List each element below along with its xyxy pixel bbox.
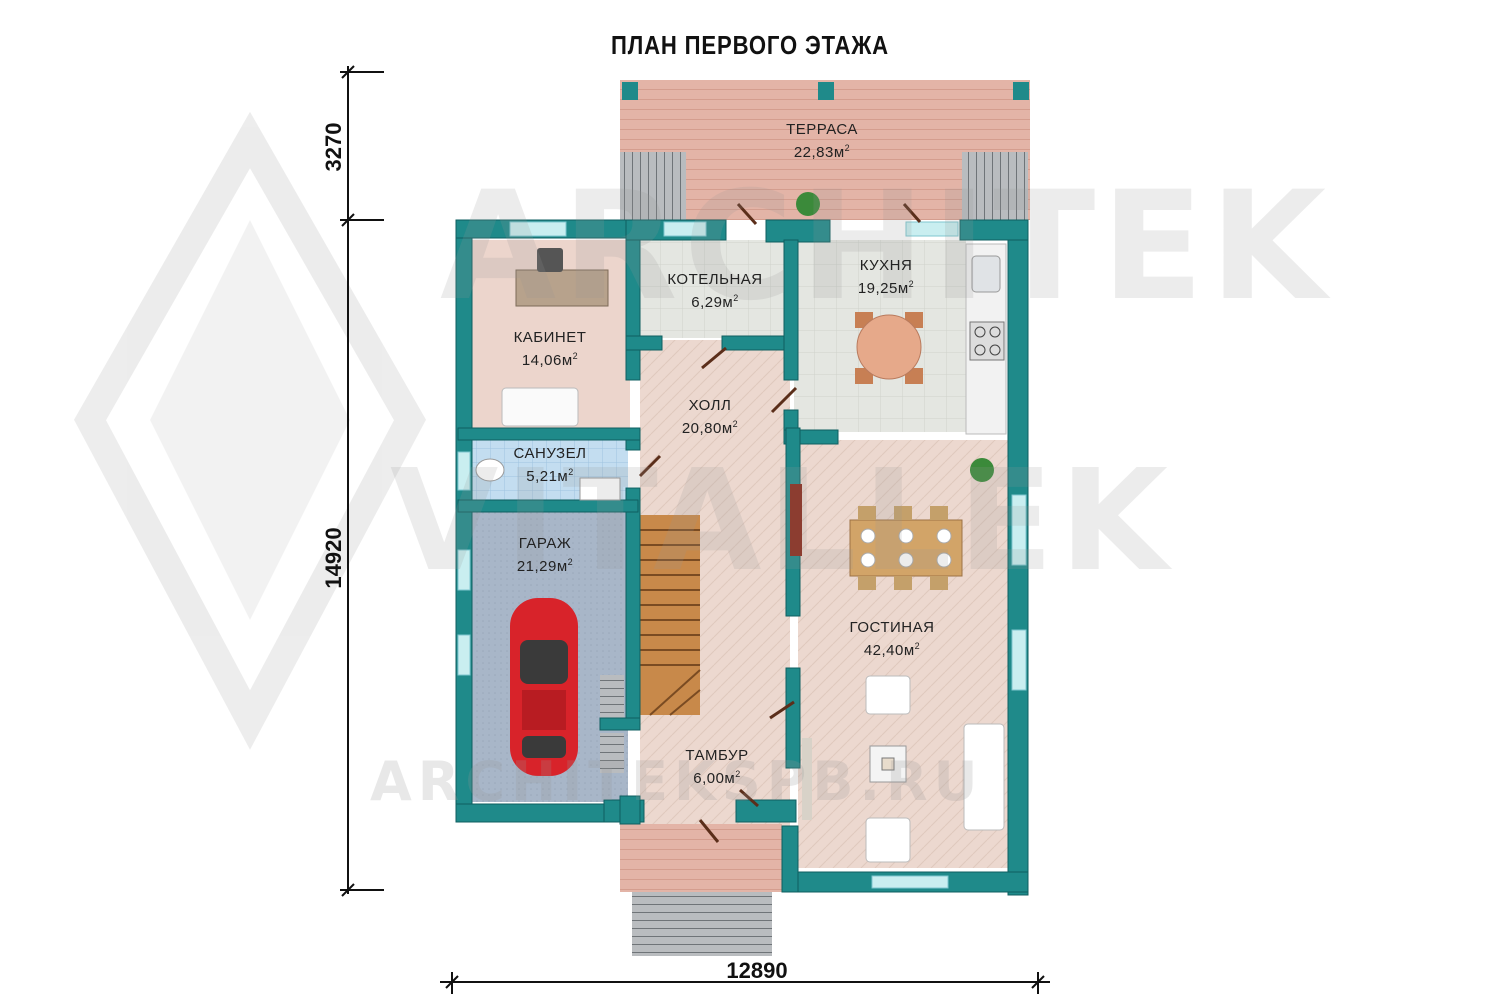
porch-steps [632,892,772,956]
watermark-url: ARCHITEKSPB.RU [370,750,984,813]
room-label-garage: ГАРАЖ 21,29м2 [490,534,600,576]
room-area: 5,21м2 [526,467,574,485]
porch-floor [620,824,782,892]
walls [455,219,1029,896]
room-area: 21,29м2 [516,557,574,575]
room-label-boiler: КОТЕЛЬНАЯ 6,29м2 [654,270,776,312]
room-label-living: ГОСТИНАЯ 42,40м2 [830,618,954,660]
room-name: САНУЗЕЛ [513,445,587,462]
watermark-logo [74,111,426,750]
dimension-main-height: 14920 [321,527,346,589]
study-furniture [501,248,609,427]
room-label-terrace: ТЕРРАСА 22,83м2 [762,120,882,162]
terrace-steps-left [620,152,686,220]
room-area: 22,83м2 [793,143,851,161]
windows [457,221,1027,889]
kitchen-table [855,312,923,384]
room-label-study: КАБИНЕТ 14,06м2 [490,328,610,370]
room-name: КАБИНЕТ [513,329,587,346]
dimension-width: 12890 [726,958,788,983]
room-area: 6,29м2 [691,293,739,311]
room-name: ГОСТИНАЯ [849,619,935,636]
room-label-hall: ХОЛЛ 20,80м2 [650,396,770,438]
page-title: ПЛАН ПЕРВОГО ЭТАЖА [610,30,890,60]
dimension-top-height: 3270 [321,122,346,172]
plants [796,192,994,482]
room-name: ХОЛЛ [688,397,732,414]
kitchen-counter [965,243,1007,435]
living-furniture [790,484,1005,863]
room-area: 14,06м2 [521,351,579,369]
room-area: 6,00м2 [693,769,741,787]
room-name: ГАРАЖ [518,535,572,552]
doors [638,202,922,843]
terrace-steps-right [962,152,1028,220]
bathroom-fixtures [475,458,621,501]
room-name: ТЕРРАСА [786,121,858,138]
room-name: КУХНЯ [859,257,913,274]
room-name: ТАМБУР [685,747,749,764]
room-area: 19,25м2 [857,279,915,297]
room-label-vestibule: ТАМБУР 6,00м2 [662,746,772,788]
room-area: 20,80м2 [681,419,739,437]
room-label-bathroom: САНУЗЕЛ 5,21м2 [500,444,600,486]
room-name: КОТЕЛЬНАЯ [667,271,763,288]
room-area: 42,40м2 [863,641,921,659]
watermark-text-1: ARCHITEK [440,160,1333,334]
terrace-floor [620,80,1030,220]
boiler-floor [640,240,788,338]
staircase [600,515,701,773]
watermark-text-2: VITALLEK [390,440,1174,603]
car [510,598,578,776]
dimension-lines [340,65,1050,994]
room-label-kitchen: КУХНЯ 19,25м2 [830,256,942,298]
dining-table [849,506,963,590]
